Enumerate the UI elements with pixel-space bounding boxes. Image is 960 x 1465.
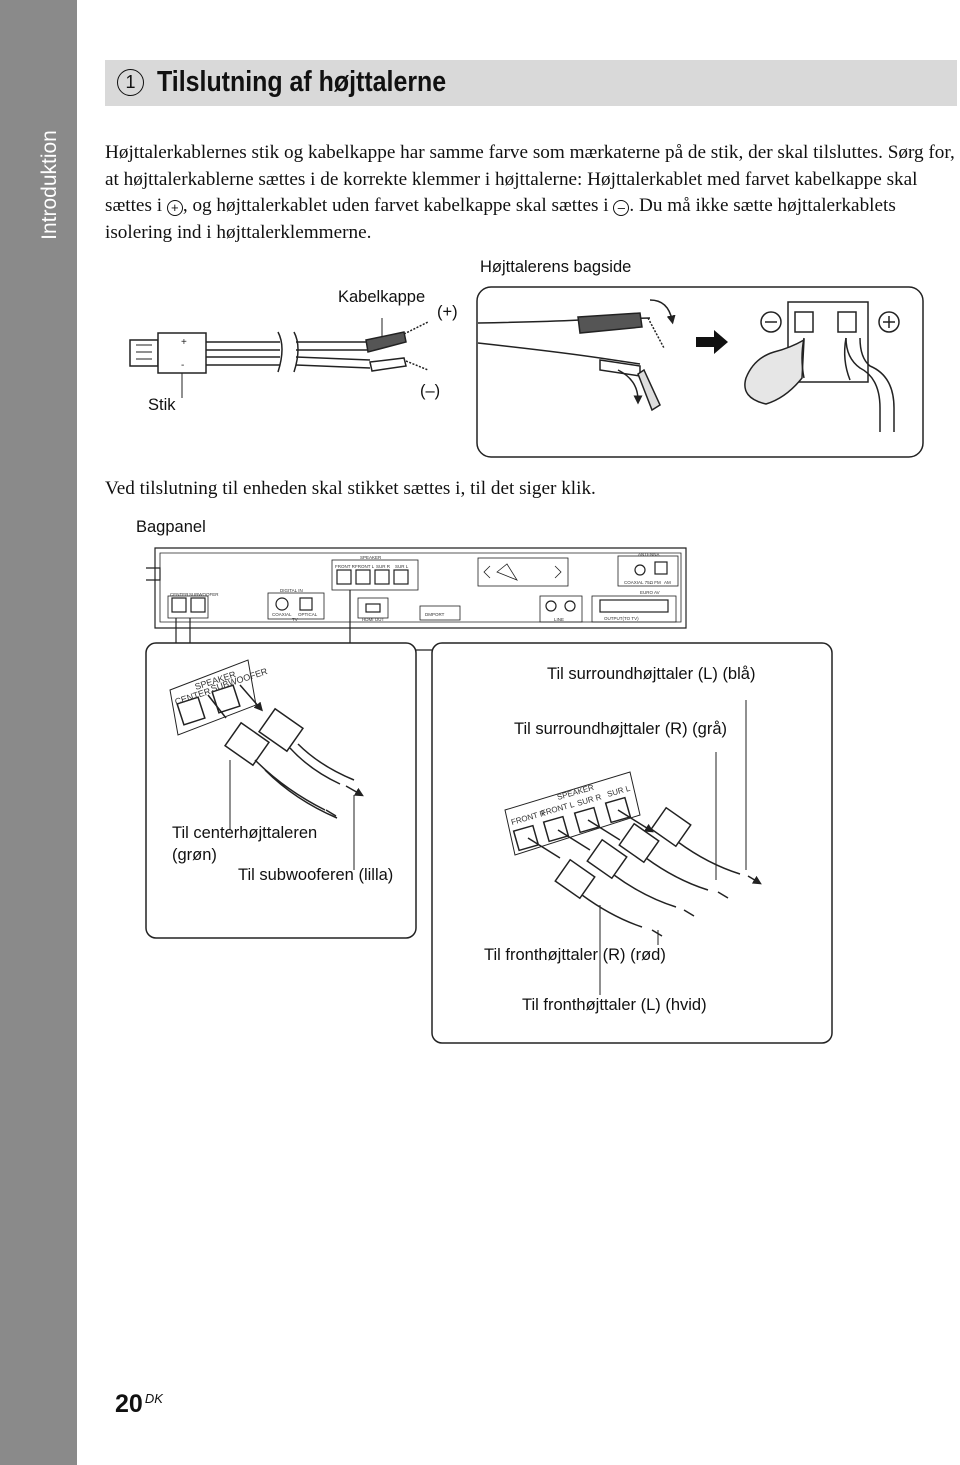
front-r-label: Til fronthøjttaler (R) (rød)	[484, 946, 666, 964]
bp-coaxial: COAXIAL	[272, 612, 292, 617]
surround-l-label: Til surroundhøjttaler (L) (blå)	[547, 665, 756, 683]
bp-hdmi: HDMI OUT	[362, 617, 384, 622]
intro-text-1: Højttalerkablernes stik og kabelkappe ha…	[105, 142, 955, 217]
front-sur-drawing	[504, 700, 758, 995]
bp-optical: OPTICAL	[298, 612, 318, 617]
sheath-label: Kabelkappe	[338, 288, 426, 306]
step-number: 1	[117, 69, 144, 96]
page-number-value: 20	[115, 1390, 143, 1418]
bp-tv: TV	[292, 617, 298, 622]
page-number-suffix: DK	[144, 1391, 163, 1406]
center-sub-drawing	[169, 659, 360, 870]
bp-digital-in: DIGITAL IN	[280, 588, 303, 593]
click-note: Ved tilslutning til enheden skal stikket…	[105, 478, 596, 499]
bp-fm: COAXIAL 75Ω FM	[624, 580, 661, 585]
bp-jack-label: FRONT L	[355, 564, 375, 569]
plus-label: (+)	[437, 303, 458, 321]
intro-text-3: . Du må ikke sætte højttalerkablets isol…	[105, 195, 896, 243]
bp-antenna: ANTENNA	[638, 552, 660, 557]
minus-label: (–)	[420, 382, 441, 400]
bp-jack-label: SUR L	[395, 564, 409, 569]
bp-jack-label: CENTER	[170, 592, 189, 597]
speaker-back-label: Højttalerens bagside	[480, 258, 632, 276]
back-panel-label: Bagpanel	[136, 518, 206, 536]
svg-text:+: +	[181, 337, 187, 348]
svg-text:-: -	[181, 360, 184, 371]
back-panel-labels: SPEAKER FRONT R FRONT L SUR R SUR L CENT…	[170, 552, 671, 622]
bp-jack-label: SUR R	[376, 564, 391, 569]
surround-r-label: Til surroundhøjttaler (R) (grå)	[514, 720, 728, 738]
speaker-back-drawing	[477, 299, 900, 432]
front-l-label: Til fronthøjttaler (L) (hvid)	[522, 996, 707, 1014]
bp-euro-av: EURO AV	[640, 590, 660, 595]
intro-paragraph: Højttalerkablernes stik og kabelkappe ha…	[105, 140, 960, 246]
speaker-cable-drawing: + -	[129, 318, 429, 398]
bp-jack-label: FRONT R	[335, 564, 356, 569]
back-panel-drawing	[146, 547, 687, 629]
section-sidebar: Introduktion	[0, 0, 77, 1465]
bp-output-tv: OUTPUT(TO TV)	[604, 616, 639, 621]
page-title: Tilslutning af højttalerne	[157, 66, 447, 98]
speaker-back-frame	[476, 286, 924, 458]
plug-label: Stik	[148, 396, 176, 414]
bp-jack-label: SUBWOOFER	[189, 592, 219, 597]
bp-speaker-label: SPEAKER	[360, 555, 382, 560]
plus-symbol: +	[166, 200, 183, 217]
subwoofer-label: Til subwooferen (lilla)	[238, 866, 394, 884]
bp-line: LINE	[554, 617, 564, 622]
intro-text-2: , og højttalerkablet uden farvet kabelka…	[182, 195, 609, 217]
center-speaker-label: Til centerhøjttaleren (grøn)	[172, 824, 318, 864]
bp-dmport: DMPORT	[425, 612, 445, 617]
minus-symbol: –	[613, 200, 630, 217]
section-heading: 1 Tilslutning af højttalerne	[105, 60, 957, 106]
bp-am: AM	[664, 580, 671, 585]
